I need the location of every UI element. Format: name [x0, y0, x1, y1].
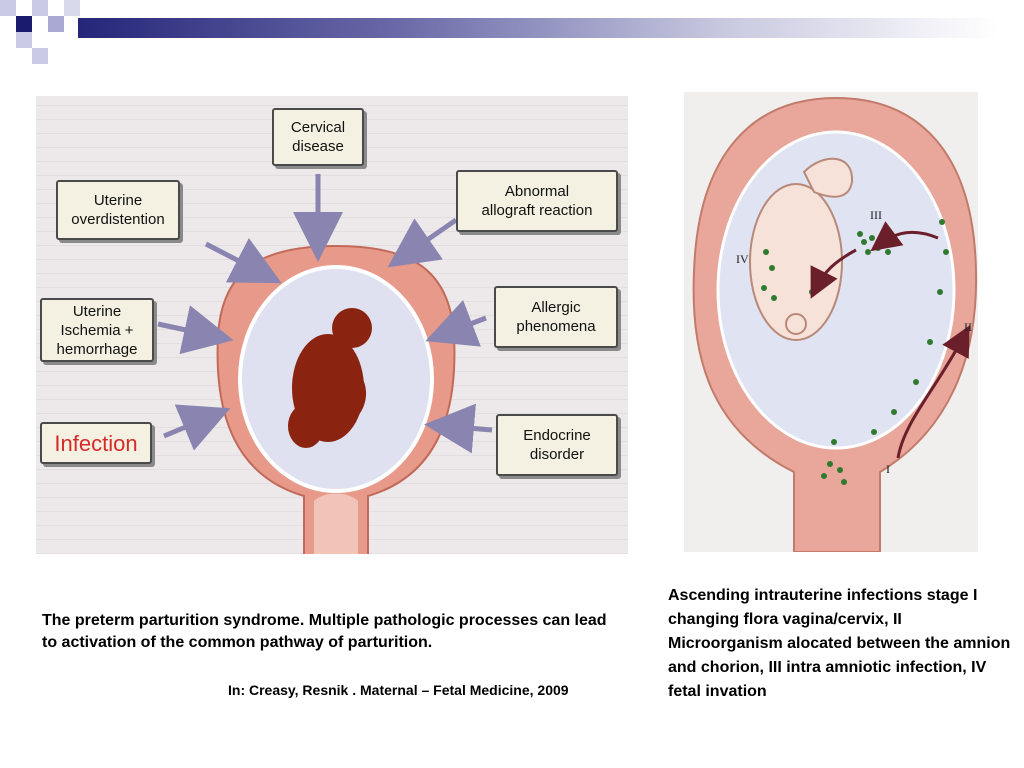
- pathway-arrows: [157, 174, 493, 454]
- arrow-infection: [163, 404, 231, 451]
- stage-label-iv: IV: [736, 252, 749, 266]
- infection-stages-diagram: [692, 96, 978, 552]
- arrow-allograft: [387, 217, 458, 268]
- ascending-infection-figure: I II III IV: [684, 92, 978, 552]
- arrow-stage-intra: [870, 221, 939, 252]
- cause-allergic-phenomena: Allergic phenomena: [494, 286, 618, 348]
- stage-label-i: I: [886, 462, 890, 476]
- arrow-overdistention: [204, 238, 282, 284]
- cause-uterine-overdistention: Uterine overdistention: [56, 180, 180, 240]
- fetus-icon: [749, 157, 854, 341]
- stage-label-ii: II: [964, 320, 972, 334]
- uterus-diagram: [157, 174, 493, 554]
- arrow-allergic: [425, 299, 487, 347]
- header-gradient-bar: [78, 18, 998, 38]
- stage-label-iii: III: [870, 208, 882, 222]
- arrow-stage-ascending: [896, 325, 970, 459]
- infection-arrows: [810, 221, 970, 459]
- cervix: [314, 493, 358, 554]
- preterm-parturition-figure: Cervical disease Uterine overdistention …: [36, 96, 628, 554]
- caption-preterm-parturition: The preterm parturition syndrome. Multip…: [42, 612, 607, 651]
- citation: In: Creasy, Resnik . Maternal – Fetal Me…: [228, 682, 569, 698]
- cause-uterine-ischemia-hemorrhage: Uterine Ischemia + hemorrhage: [40, 298, 154, 362]
- arrow-stage-fetal: [810, 248, 857, 299]
- cause-abnormal-allograft-reaction: Abnormal allograft reaction: [456, 170, 618, 232]
- cause-endocrine-disorder: Endocrine disorder: [496, 414, 618, 476]
- cause-infection: Infection: [40, 422, 152, 464]
- caption-ascending-infection: Ascending intrauterine infections stage …: [668, 587, 1011, 700]
- arrow-endocrine: [424, 403, 493, 454]
- fetus-icon: [288, 308, 372, 448]
- header-squares-decoration: [0, 0, 80, 64]
- arrow-ischemia: [157, 305, 234, 355]
- cause-cervical-disease: Cervical disease: [272, 108, 364, 166]
